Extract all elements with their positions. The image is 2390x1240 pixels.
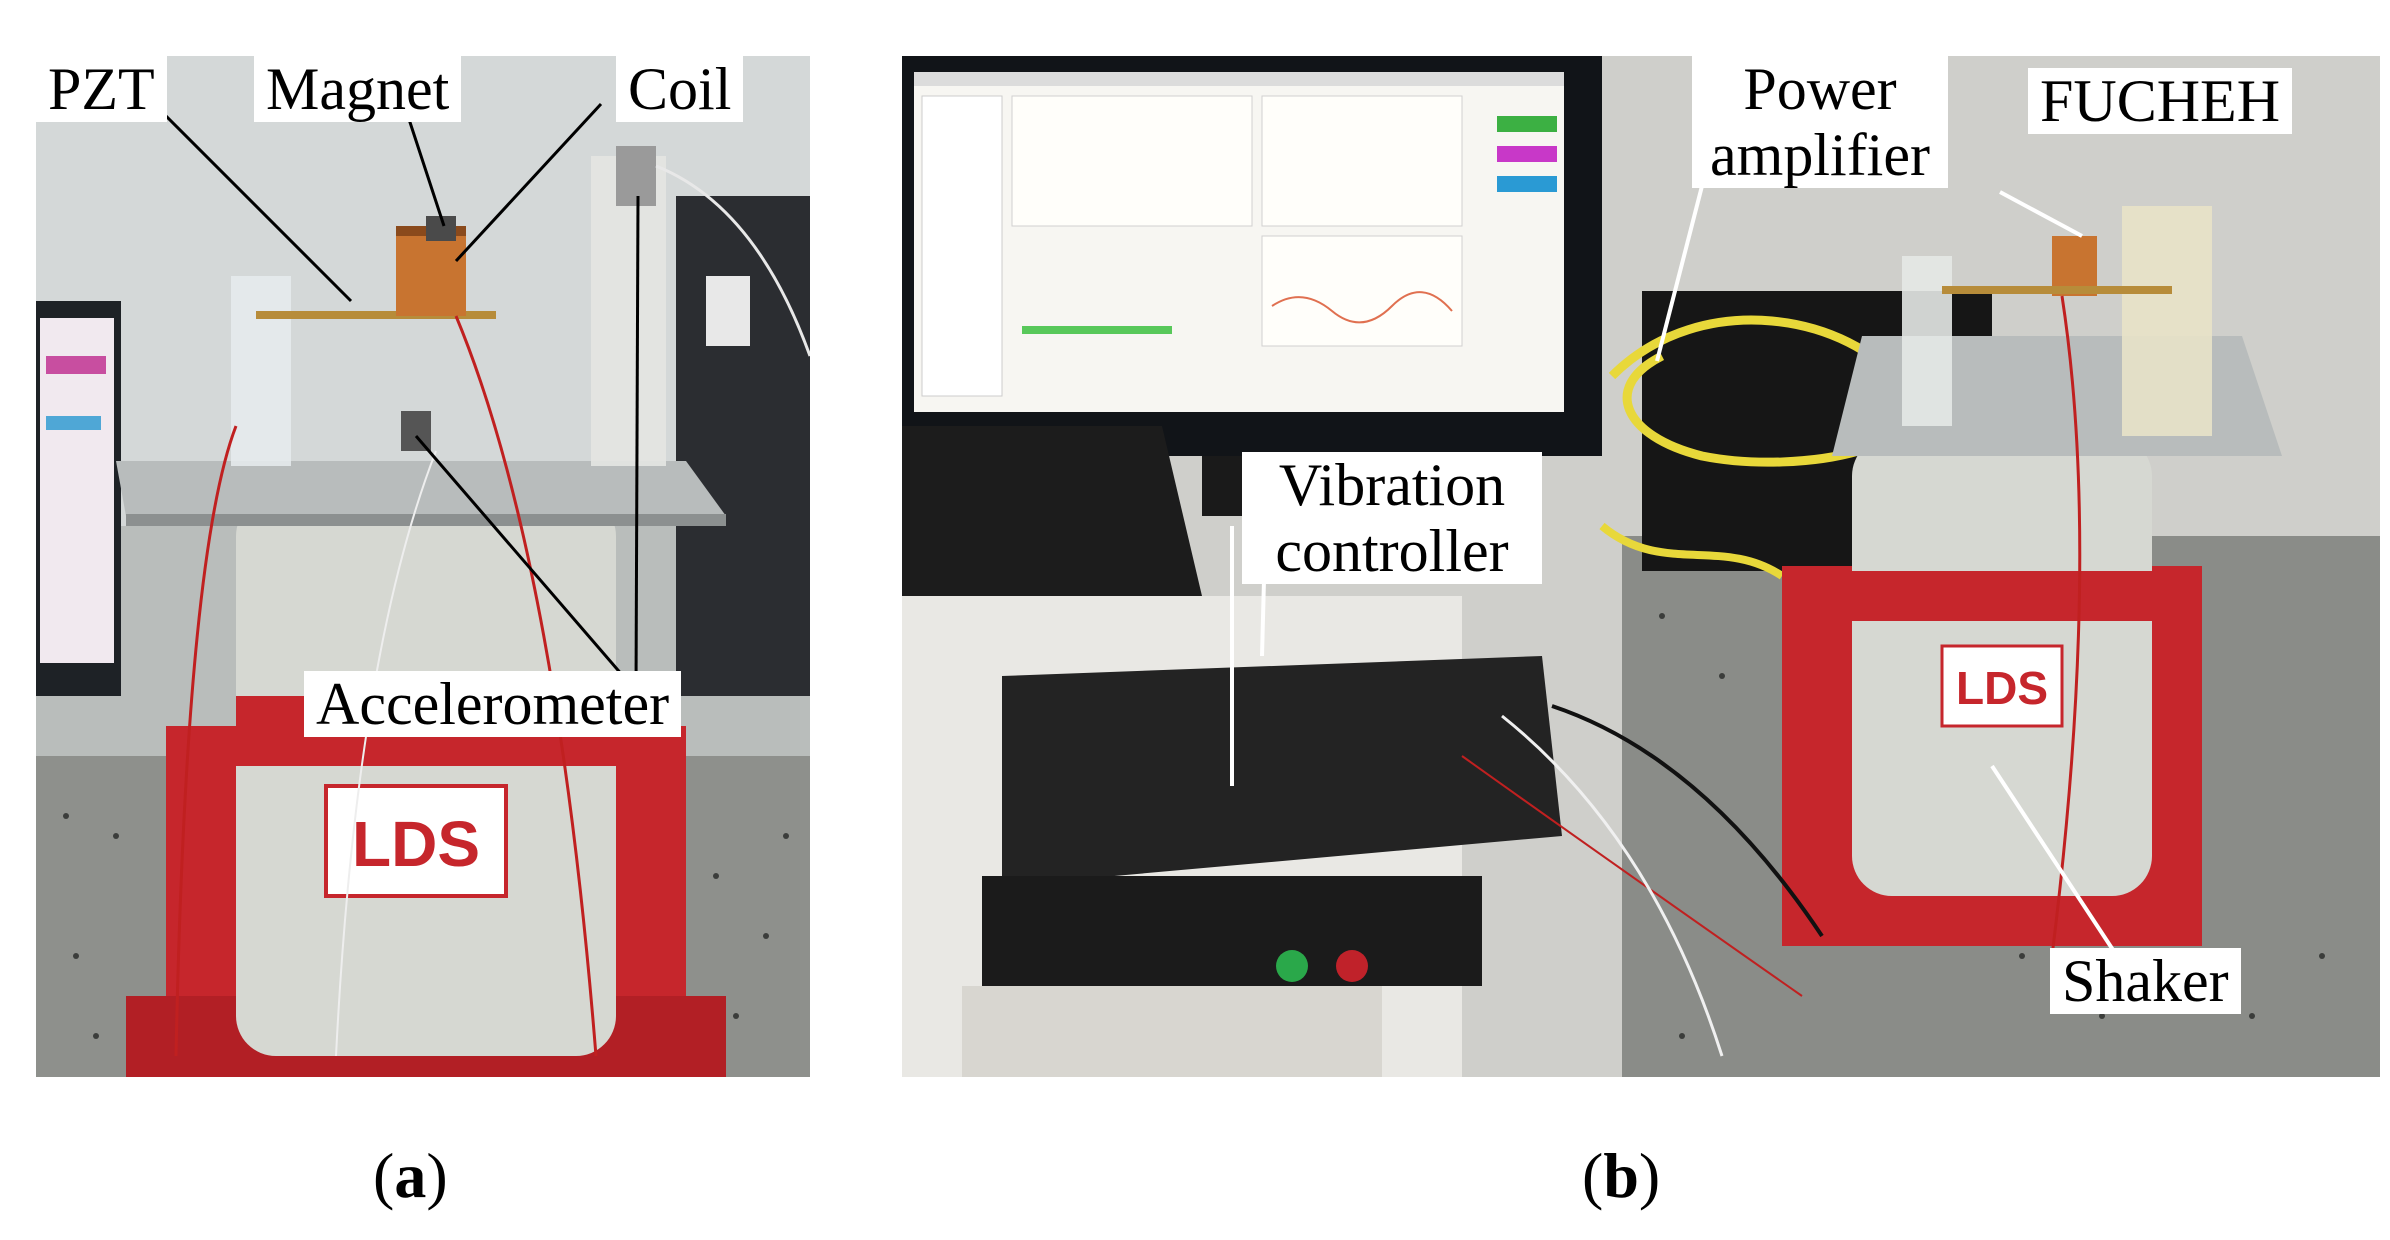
caption-a-open: ( [373, 1140, 395, 1211]
panel-b-photo: LDS [902, 56, 2380, 1077]
label-vibration-controller-line2: controller [1275, 518, 1509, 584]
label-power-amplifier: Power amplifier [1692, 56, 1948, 188]
label-magnet: Magnet [254, 56, 462, 122]
label-fucheh: FUCHEH [2028, 68, 2293, 134]
label-shaker: Shaker [2050, 948, 2241, 1014]
panel-a-photo: LDS [36, 56, 810, 1077]
label-vibration-controller-line1: Vibration [1278, 452, 1506, 518]
caption-a-letter: a [394, 1140, 427, 1211]
shaker-brand-a: LDS [352, 808, 480, 880]
caption-b: (b) [1582, 1140, 1660, 1212]
caption-a: (a) [373, 1140, 448, 1212]
label-accelerometer: Accelerometer [304, 671, 682, 737]
label-pzt: PZT [36, 56, 167, 122]
caption-b-close: ) [1638, 1140, 1661, 1211]
shaker-brand-b: LDS [1956, 662, 2048, 714]
label-vibration-controller: Vibration controller [1242, 452, 1542, 584]
label-coil: Coil [616, 56, 744, 122]
label-power-amplifier-line2: amplifier [1710, 122, 1930, 188]
caption-a-close: ) [426, 1140, 448, 1211]
photo-panel-a: LDS PZT Magnet Coil Accelerometer [36, 56, 810, 1077]
label-power-amplifier-line1: Power [1743, 56, 1897, 122]
caption-b-open: ( [1582, 1140, 1604, 1211]
caption-b-letter: b [1603, 1140, 1639, 1211]
photo-panel-b: LDS Power amplifier FUCHEH Vibration con… [902, 56, 2380, 1077]
